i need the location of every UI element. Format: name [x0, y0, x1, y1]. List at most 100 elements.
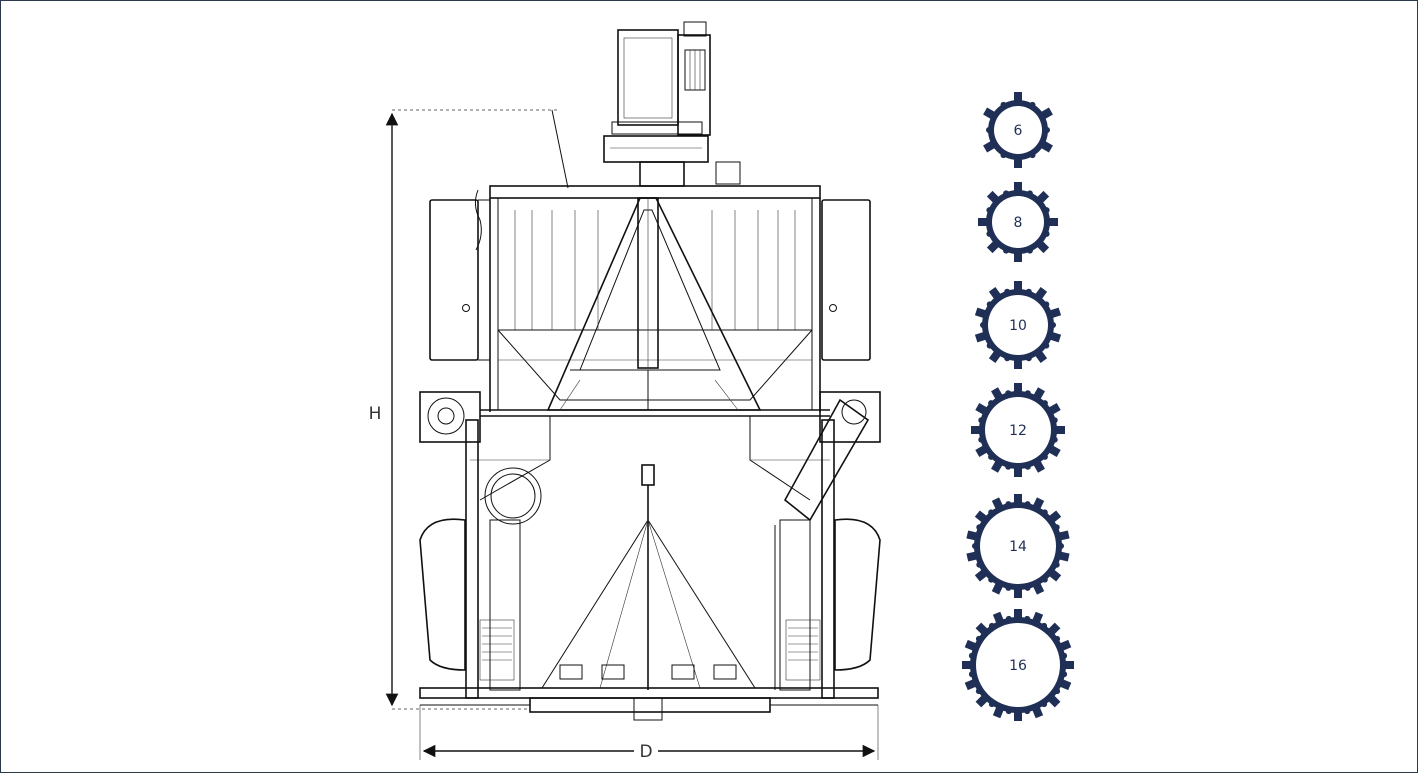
spout-tooth [983, 139, 998, 153]
spout-ring-center [980, 508, 1056, 584]
height-label: H [369, 404, 382, 424]
spout-tooth [986, 190, 1002, 206]
spout-tooth [1014, 609, 1022, 621]
spout-tooth [974, 567, 990, 582]
spout-tooth [1014, 156, 1022, 168]
spout-notch [1043, 230, 1050, 237]
spout-tooth [975, 444, 990, 457]
spout-notch [1029, 152, 1036, 159]
spout-notch [1024, 463, 1031, 470]
spout-count-label: 14 [1009, 539, 1027, 555]
spout-tooth [1031, 611, 1044, 626]
drive-motor [603, 21, 741, 187]
spout-notch [972, 543, 978, 549]
spout-notch [988, 622, 995, 629]
spout-tooth [1038, 139, 1053, 153]
width-label: D [639, 742, 652, 762]
spout-tooth [974, 331, 989, 343]
spout-notch [978, 436, 985, 443]
spout-tooth [986, 238, 1002, 254]
spout-tooth [966, 551, 980, 562]
spout-notch [988, 400, 995, 407]
spout-notch [986, 342, 993, 349]
spout-notch [1005, 390, 1012, 397]
lower-funnels [470, 416, 830, 501]
spout-notch [1025, 355, 1032, 362]
spout-ring-center [985, 397, 1051, 463]
spout-notch [1061, 671, 1068, 678]
spout-notch [1041, 576, 1048, 583]
spout-ring-14: 14 [966, 494, 1070, 598]
spout-ring-12: 12 [971, 383, 1065, 477]
spout-tooth [1053, 426, 1065, 434]
spout-tooth [991, 497, 1005, 512]
spout-tooth [971, 426, 983, 434]
spout-notch [1053, 561, 1060, 568]
spout-notch [986, 301, 993, 308]
spout-tooth [1046, 403, 1061, 416]
spout-ring-6: 6 [983, 92, 1053, 168]
spout-count-label: 6 [1014, 123, 1023, 139]
spout-tooth [992, 611, 1005, 626]
spout-tooth [1047, 307, 1062, 319]
spout-tooth [975, 403, 990, 416]
spout-tooth [1014, 182, 1022, 194]
spout-tooth [1014, 465, 1022, 477]
machine-base [419, 687, 879, 721]
spout-notch [978, 417, 985, 424]
spout-notch [1029, 101, 1036, 108]
spout-tooth [1034, 190, 1050, 206]
spout-count-label: 12 [1009, 423, 1027, 439]
spout-notch [1024, 390, 1031, 397]
spout-tooth [962, 661, 974, 669]
spout-notch [1005, 708, 1012, 715]
spout-tooth [1014, 357, 1022, 369]
spout-notch [986, 230, 993, 237]
spout-notch [1026, 190, 1033, 197]
spout-notch [976, 524, 983, 531]
spout-tooth [988, 287, 1003, 302]
spout-notch [1024, 501, 1031, 508]
spout-tooth [1056, 530, 1070, 541]
spout-notch [980, 322, 986, 328]
spout-notch [968, 652, 975, 659]
spout-tooth [1057, 678, 1072, 691]
spout-tooth [1033, 348, 1048, 363]
spout-tooth [1034, 238, 1050, 254]
spout-count-label: 8 [1014, 215, 1023, 231]
spout-notch [1043, 342, 1050, 349]
spout-count-label: 16 [1009, 658, 1027, 674]
spout-notch [1003, 190, 1010, 197]
height-dimension: H [364, 109, 569, 710]
spout-notch [1004, 355, 1011, 362]
spout-notch [1041, 622, 1048, 629]
spout-ring-8: 8 [978, 182, 1058, 262]
spout-notch [1051, 436, 1058, 443]
spout-tooth [991, 458, 1004, 473]
spout-notch [1000, 101, 1007, 108]
spout-tooth [1031, 497, 1045, 512]
spout-tooth [1046, 510, 1062, 525]
spout-notch [988, 701, 995, 708]
right-spout-assembly [779, 391, 881, 699]
spout-notch [1025, 288, 1032, 295]
spout-notch [988, 576, 995, 583]
spout-tooth [964, 678, 979, 691]
central-cone [546, 197, 762, 411]
spout-tooth [1046, 444, 1061, 457]
spout-notch [1041, 400, 1048, 407]
lower-frame [519, 464, 776, 690]
spout-tooth [1014, 709, 1022, 721]
spout-notch [975, 635, 982, 642]
spout-ring-center [994, 106, 1042, 154]
width-dimension: D [419, 705, 879, 762]
spout-tooth [1057, 639, 1072, 652]
spout-notch [1043, 301, 1050, 308]
spout-tooth [1047, 331, 1062, 343]
spout-notch [1051, 417, 1058, 424]
spout-notch [1005, 584, 1012, 591]
spout-tooth [991, 387, 1004, 402]
spout-tooth [1014, 92, 1022, 104]
